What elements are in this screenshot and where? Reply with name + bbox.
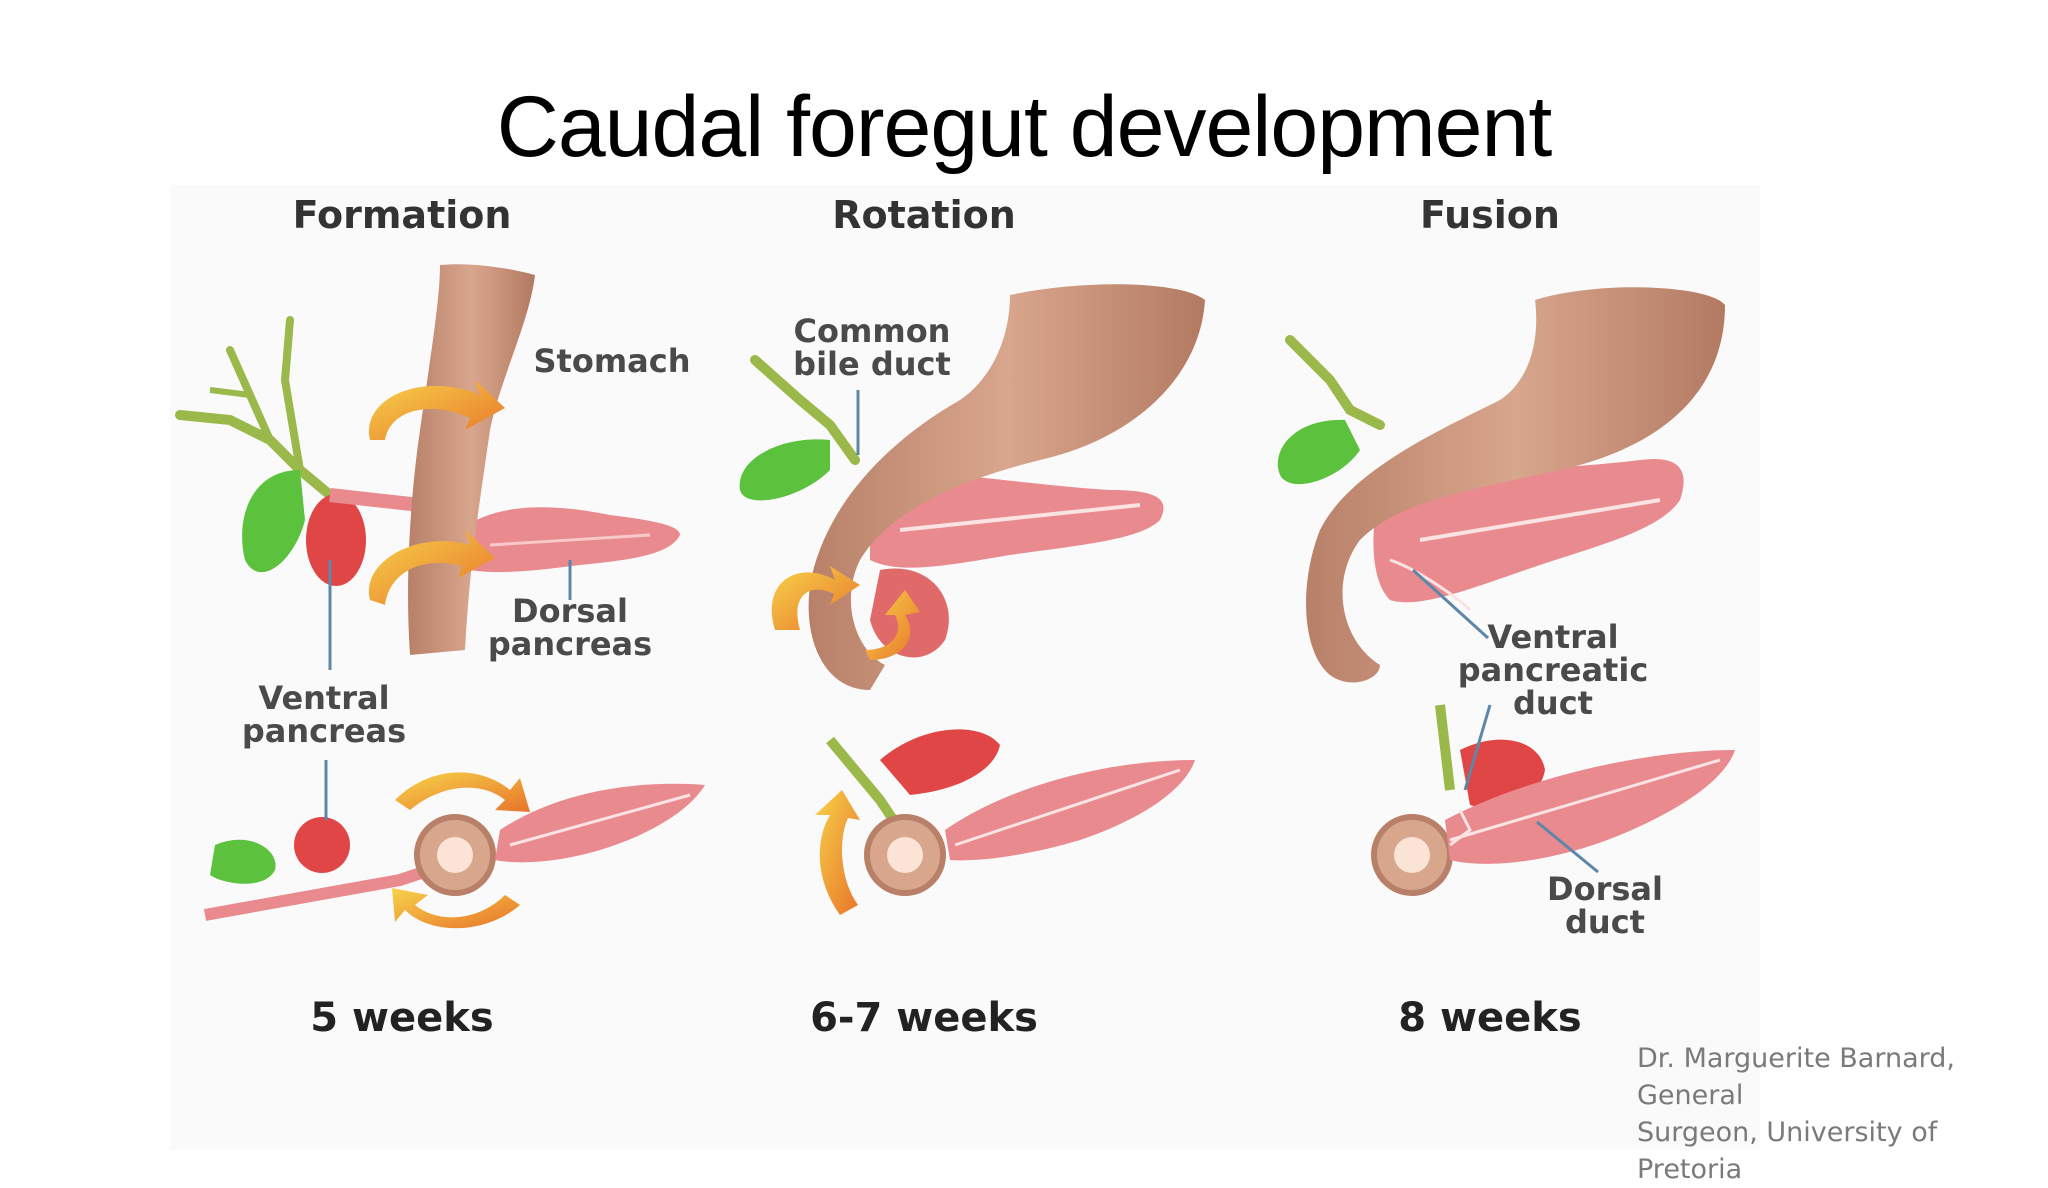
- label-ventral-pancreatic-duct-line3: duct: [1513, 684, 1593, 722]
- stage-title-fusion: Fusion: [1420, 193, 1560, 237]
- weeks-rotation: 6-7 weeks: [810, 995, 1038, 1041]
- stomach-tube: [1306, 287, 1725, 683]
- label-dorsal-duct-line1: Dorsal: [1547, 870, 1663, 908]
- label-common-bile-duct-line2: bile duct: [793, 345, 951, 383]
- label-ventral-pancreas-line1: Ventral: [258, 679, 389, 717]
- fusion-illustration: [1277, 287, 1735, 896]
- stomach-tube: [808, 284, 1205, 690]
- fused-pancreas: [1373, 459, 1684, 603]
- weeks-formation: 5 weeks: [310, 995, 493, 1041]
- ventral-bud-lower: [880, 729, 1000, 795]
- foregut-diagram: Formation Rotation Fusion: [175, 193, 1735, 1041]
- ventral-bud-lower: [294, 817, 350, 873]
- credit-line-2: Surgeon, University of Pretoria: [1637, 1117, 1938, 1185]
- label-common-bile-duct-line1: Common: [794, 312, 951, 350]
- gallbladder: [739, 439, 830, 501]
- label-dorsal-pancreas-line1: Dorsal: [512, 592, 628, 630]
- label-ventral-pancreatic-duct-line1: Ventral: [1487, 618, 1618, 656]
- ventral-pancreas-bud: [306, 494, 366, 586]
- gallbladder: [242, 470, 305, 573]
- label-dorsal-duct-line2: duct: [1565, 903, 1645, 941]
- formation-illustration: [175, 264, 705, 929]
- author-credit: Dr. Marguerite Barnard, General Surgeon,…: [1637, 1040, 2037, 1188]
- rotation-illustration: [739, 284, 1205, 915]
- label-ventral-pancreatic-duct-line2: pancreatic: [1458, 651, 1649, 689]
- stage-title-formation: Formation: [293, 193, 512, 237]
- dorsal-bud-lower: [945, 760, 1195, 861]
- dorsal-bud-lower: [495, 783, 705, 863]
- stage-title-rotation: Rotation: [832, 193, 1016, 237]
- label-stomach: Stomach: [533, 342, 690, 380]
- gallbladder-lower: [210, 839, 276, 884]
- credit-line-1: Dr. Marguerite Barnard, General: [1637, 1043, 1955, 1111]
- gallbladder: [1277, 419, 1360, 485]
- label-ventral-pancreas-line2: pancreas: [242, 712, 406, 750]
- slide-title: Caudal foregut development: [496, 79, 1553, 175]
- label-dorsal-pancreas-line2: pancreas: [488, 625, 652, 663]
- weeks-fusion: 8 weeks: [1398, 995, 1581, 1041]
